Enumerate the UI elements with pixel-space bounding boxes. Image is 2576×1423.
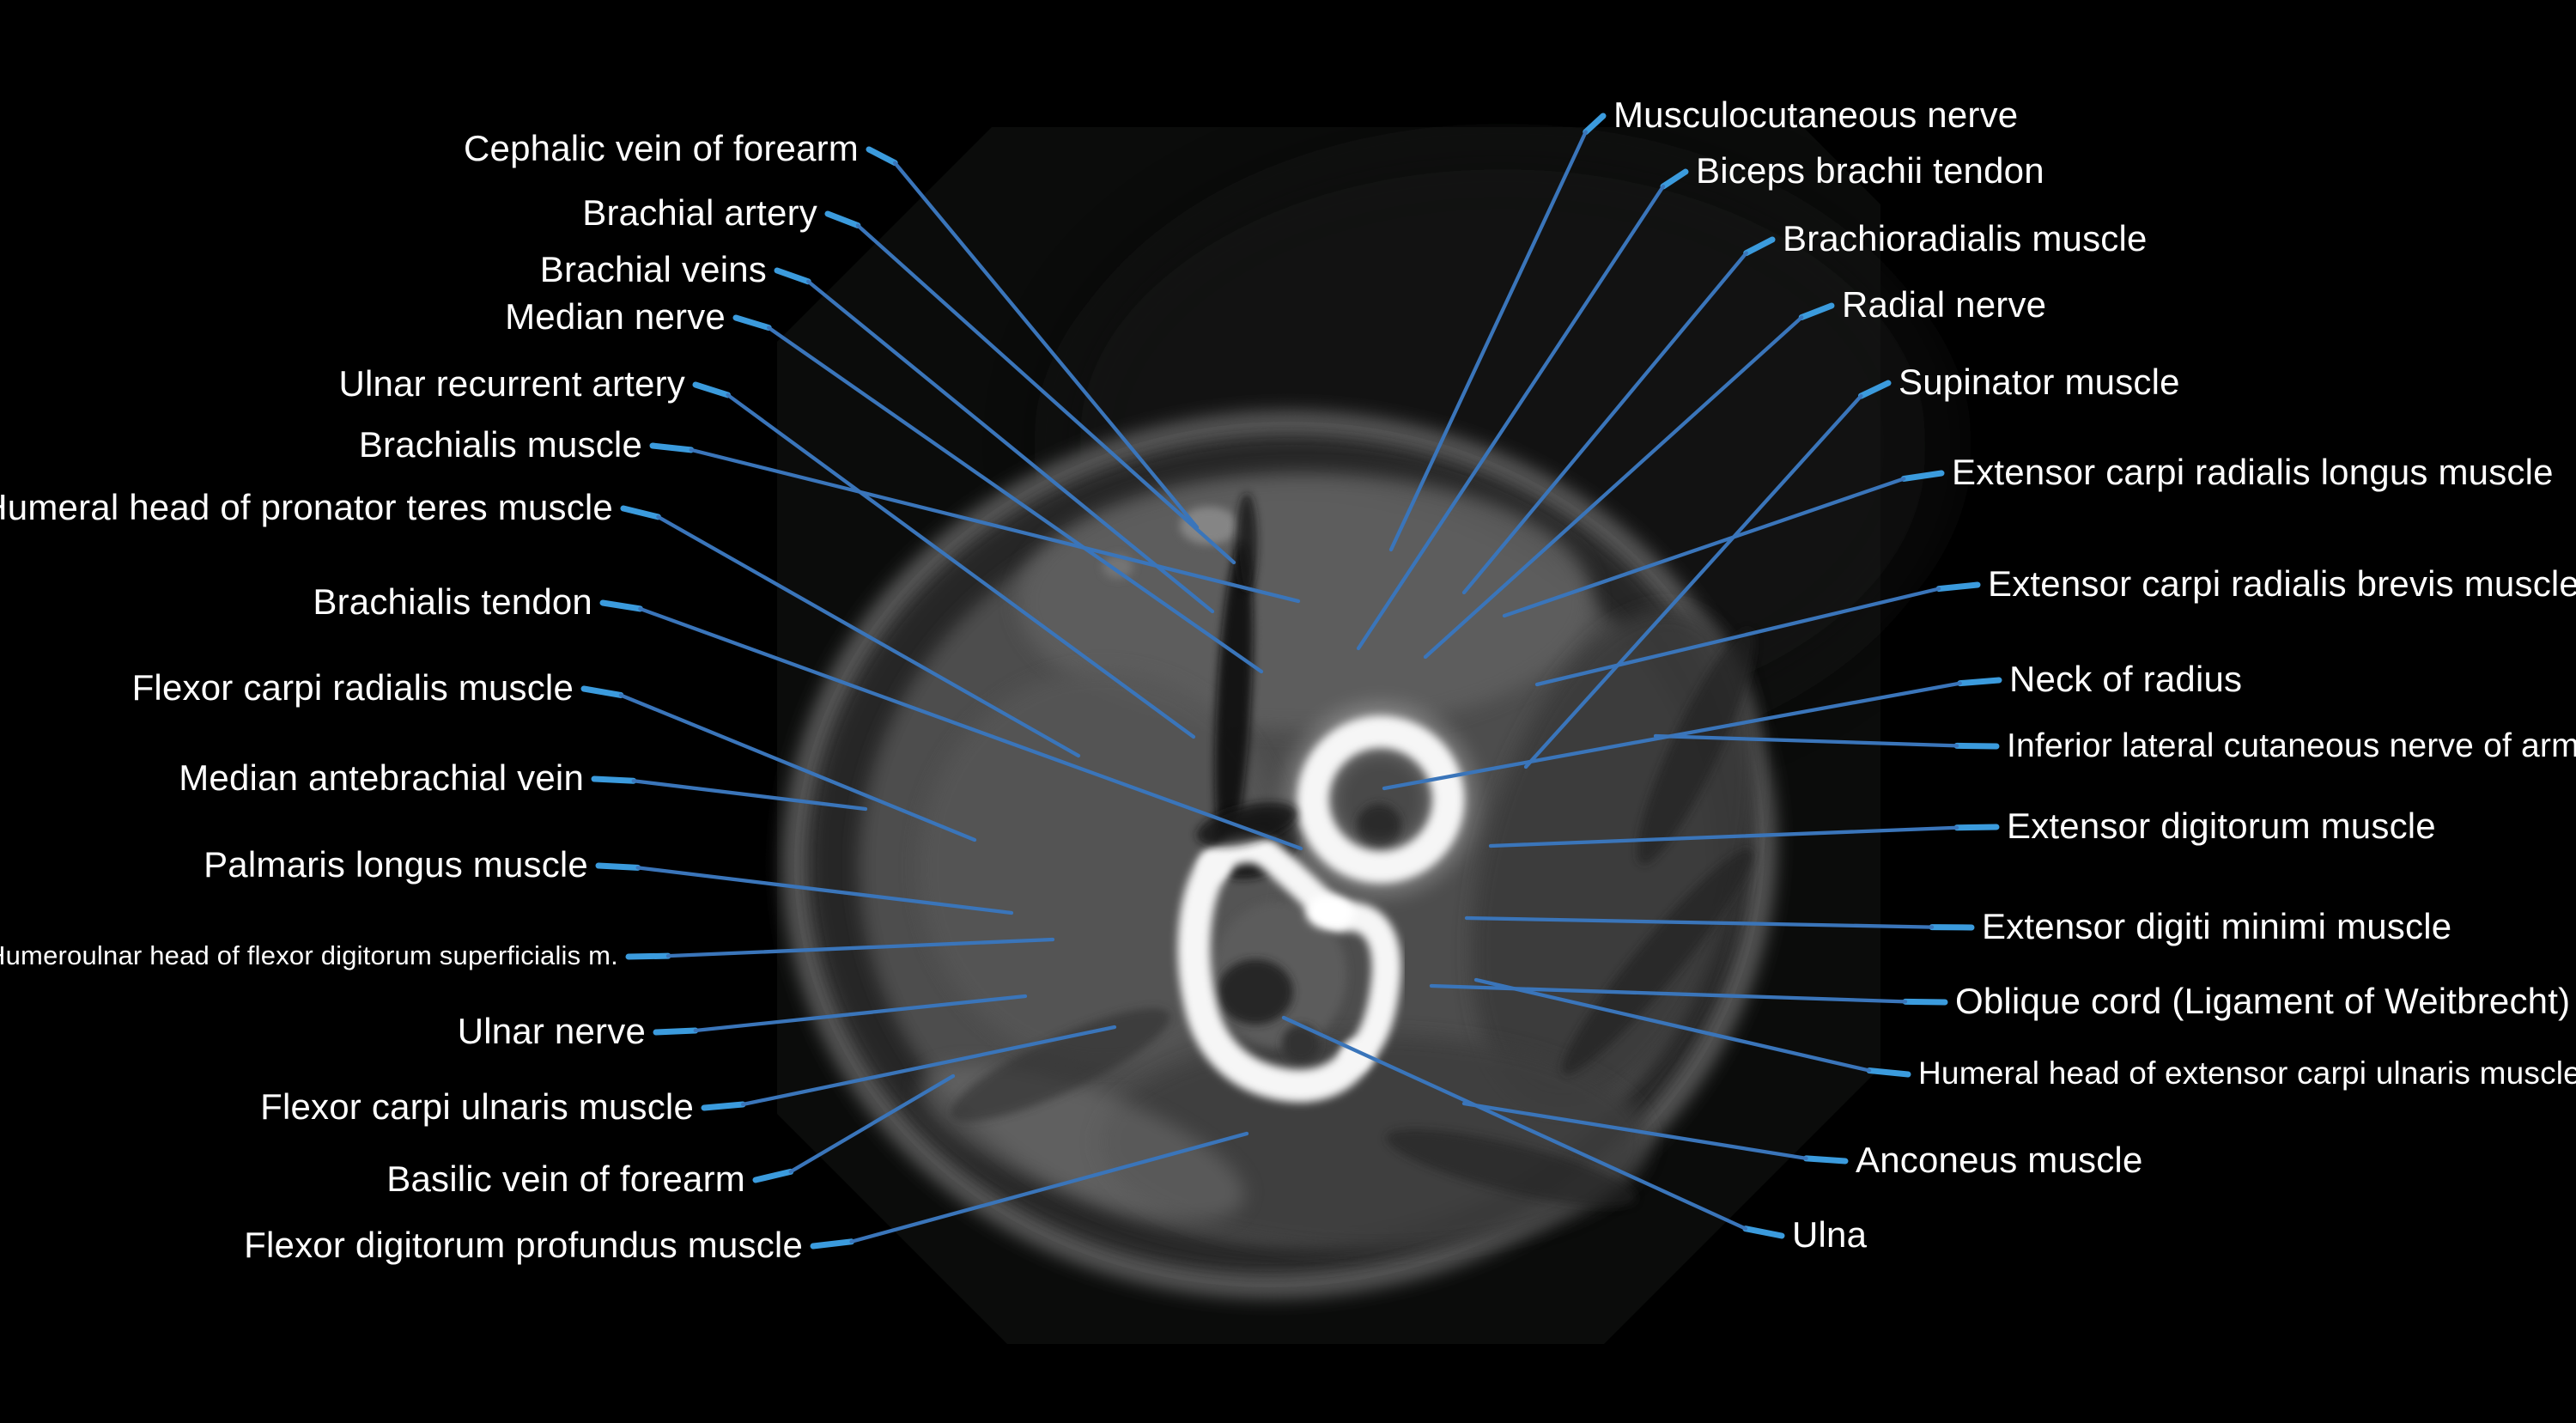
leader-hook-ulnar-nerve <box>653 1027 699 1036</box>
label-anconeus-muscle[interactable]: Anconeus muscle <box>1856 1140 2143 1180</box>
leader-hook-ulnar-recurrent-artery <box>692 381 732 398</box>
leader-line-cephalic-vein-of-forearm <box>893 161 1200 530</box>
leader-hook-extensor-digitorum-muscle <box>1953 824 2000 831</box>
radius-ring <box>1284 702 1478 897</box>
leader-hook-neck-of-radius <box>1957 677 2002 687</box>
leader-line-brachialis-muscle <box>689 447 1301 604</box>
label-oblique-cord-ligament-of-weitbrecht[interactable]: Oblique cord (Ligament of Weitbrecht) <box>1955 981 2570 1021</box>
label-humeral-head-of-pronator-teres-muscle[interactable]: Humeral head of pronator teres muscle <box>0 487 613 527</box>
leader-hook-musculocutaneous-nerve <box>1583 113 1607 136</box>
leader-line-median-antebrachial-vein <box>631 779 868 812</box>
label-basilic-vein-of-forearm[interactable]: Basilic vein of forearm <box>386 1158 745 1199</box>
leader-hook-brachialis-muscle <box>649 442 695 453</box>
leader-hook-brachial-veins <box>774 267 811 285</box>
label-ulna[interactable]: Ulna <box>1792 1214 1868 1255</box>
label-musculocutaneous-nerve[interactable]: Musculocutaneous nerve <box>1613 94 2018 135</box>
anterior-muscle-region <box>1018 472 1593 730</box>
leader-line-musculocutaneous-nerve <box>1388 130 1588 552</box>
leader-hook-median-antebrachial-vein <box>591 775 637 784</box>
leader-hook-extensor-carpi-radialis-longus-muscle <box>1900 470 1945 482</box>
leader-hook-biceps-brachii-tendon <box>1660 168 1689 190</box>
label-radial-nerve[interactable]: Radial nerve <box>1842 284 2046 325</box>
leader-line-extensor-digitorum-muscle <box>1488 825 1959 848</box>
intermuscular-cleft <box>1214 541 1254 859</box>
label-flexor-carpi-ulnaris-muscle[interactable]: Flexor carpi ulnaris muscle <box>260 1086 694 1127</box>
leader-line-median-nerve <box>767 325 1264 674</box>
leader-hook-brachioradialis-muscle <box>1743 236 1776 257</box>
label-brachialis-tendon[interactable]: Brachialis tendon <box>313 581 592 622</box>
label-brachioradialis-muscle[interactable]: Brachioradialis muscle <box>1783 218 2148 258</box>
label-humeral-head-of-extensor-carpi-ulnaris-muscle[interactable]: Humeral head of extensor carpi ulnaris m… <box>1918 1055 2576 1091</box>
leader-hook-humeral-head-of-pronator-teres-muscle <box>620 505 661 520</box>
label-cephalic-vein-of-forearm[interactable]: Cephalic vein of forearm <box>464 128 859 168</box>
leader-hook-oblique-cord-ligament-of-weitbrecht <box>1902 998 1948 1006</box>
leader-hook-flexor-digitorum-profundus-muscle <box>810 1238 855 1250</box>
leader-line-flexor-carpi-radialis-muscle <box>618 693 977 842</box>
leader-lines <box>580 113 2002 1250</box>
leader-hook-radial-nerve <box>1798 302 1835 321</box>
leader-hook-cephalic-vein-of-forearm <box>866 146 898 167</box>
leader-hook-median-nerve <box>732 314 772 331</box>
label-brachialis-muscle[interactable]: Brachialis muscle <box>359 424 642 465</box>
leader-line-extensor-carpi-radialis-brevis-muscle <box>1534 587 1941 687</box>
leader-hook-brachial-artery <box>824 210 861 228</box>
leader-hook-anconeus-muscle <box>1803 1155 1849 1165</box>
label-ulnar-nerve[interactable]: Ulnar nerve <box>458 1011 646 1051</box>
leader-line-brachial-veins <box>806 279 1215 614</box>
leader-hook-extensor-carpi-radialis-brevis-muscle <box>1935 581 1981 593</box>
leader-line-supinator-muscle <box>1523 393 1863 769</box>
leader-line-humeral-head-of-pronator-teres-muscle <box>656 514 1081 758</box>
label-median-nerve[interactable]: Median nerve <box>505 296 726 337</box>
leader-line-humeral-head-of-extensor-carpi-ulnaris-muscle <box>1473 977 1872 1073</box>
leader-line-ulna <box>1281 1015 1748 1231</box>
label-brachial-artery[interactable]: Brachial artery <box>582 192 817 233</box>
label-extensor-carpi-radialis-longus-muscle[interactable]: Extensor carpi radialis longus muscle <box>1952 452 2554 492</box>
label-extensor-digitorum-muscle[interactable]: Extensor digitorum muscle <box>2007 806 2436 846</box>
leader-hook-inferior-lateral-cutaneous-nerve-of-arm <box>1953 742 2000 750</box>
leader-line-brachial-artery <box>855 223 1236 565</box>
label-extensor-digiti-minimi-muscle[interactable]: Extensor digiti minimi muscle <box>1982 906 2451 946</box>
leader-line-palmaris-longus-muscle <box>635 866 1014 915</box>
leader-line-biceps-brachii-tendon <box>1356 184 1666 651</box>
leader-line-brachialis-tendon <box>638 606 1303 851</box>
label-neck-of-radius[interactable]: Neck of radius <box>2009 659 2242 699</box>
bones <box>1177 702 1478 1103</box>
leader-hook-brachialis-tendon <box>599 599 643 612</box>
ulna-bone <box>1177 802 1401 1103</box>
leader-hook-ulna <box>1742 1225 1785 1239</box>
label-median-antebrachial-vein[interactable]: Median antebrachial vein <box>179 757 584 798</box>
label-supinator-muscle[interactable]: Supinator muscle <box>1899 362 2180 402</box>
leader-line-ulnar-nerve <box>693 994 1028 1033</box>
leader-line-brachioradialis-muscle <box>1461 251 1748 595</box>
leader-line-anconeus-muscle <box>1461 1101 1808 1161</box>
label-inferior-lateral-cutaneous-nerve-of-arm[interactable]: Inferior lateral cutaneous nerve of arm <box>2007 727 2576 764</box>
leader-hook-flexor-carpi-ulnaris-muscle <box>701 1101 746 1111</box>
leader-hook-palmaris-longus-muscle <box>595 862 641 871</box>
leader-line-humeroulnar-head-of-flexor-digitorum-superficialis-m <box>665 937 1055 958</box>
label-palmaris-longus-muscle[interactable]: Palmaris longus muscle <box>204 844 588 885</box>
leader-hook-humeroulnar-head-of-flexor-digitorum-superficialis-m <box>625 952 671 960</box>
leader-hook-basilic-vein-of-forearm <box>752 1168 794 1183</box>
leader-hook-supinator-muscle <box>1857 380 1892 399</box>
label-extensor-carpi-radialis-brevis-muscle[interactable]: Extensor carpi radialis brevis muscle <box>1988 563 2576 604</box>
leader-line-inferior-lateral-cutaneous-nerve-of-arm <box>1653 733 1959 748</box>
leader-line-flexor-carpi-ulnaris-muscle <box>740 1025 1117 1107</box>
label-brachial-veins[interactable]: Brachial veins <box>540 249 767 289</box>
leader-line-extensor-digiti-minimi-muscle <box>1464 915 1935 929</box>
leader-line-ulnar-recurrent-artery <box>726 392 1196 739</box>
label-flexor-carpi-radialis-muscle[interactable]: Flexor carpi radialis muscle <box>132 667 574 708</box>
leader-line-radial-nerve <box>1423 315 1804 660</box>
leader-hook-humeral-head-of-extensor-carpi-ulnaris-muscle <box>1866 1067 1911 1078</box>
leader-line-extensor-carpi-radialis-longus-muscle <box>1502 477 1906 618</box>
label-biceps-brachii-tendon[interactable]: Biceps brachii tendon <box>1696 150 2044 191</box>
leader-hook-flexor-carpi-radialis-muscle <box>580 685 624 698</box>
label-flexor-digitorum-profundus-muscle[interactable]: Flexor digitorum profundus muscle <box>244 1225 803 1265</box>
label-humeroulnar-head-of-flexor-digitorum-superficialis-m[interactable]: Humeroulnar head of flexor digitorum sup… <box>0 940 618 970</box>
label-ulnar-recurrent-artery[interactable]: Ulnar recurrent artery <box>338 363 685 404</box>
leader-line-basilic-vein-of-forearm <box>788 1073 956 1174</box>
leader-line-flexor-digitorum-profundus-muscle <box>849 1131 1249 1244</box>
